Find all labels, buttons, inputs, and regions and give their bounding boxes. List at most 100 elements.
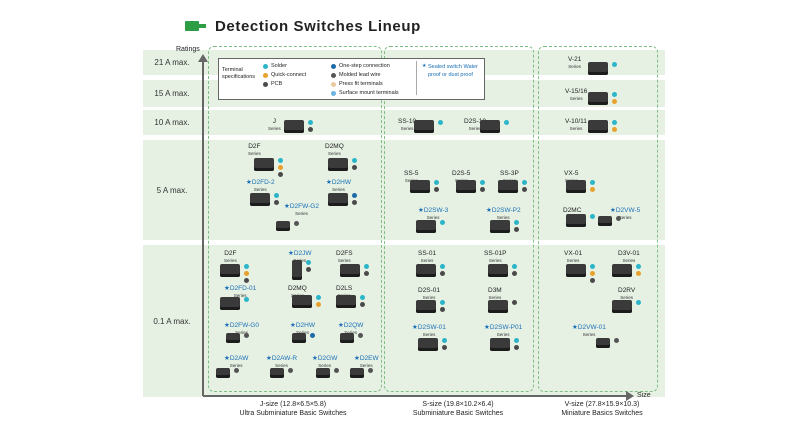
product-series: Series <box>328 151 341 156</box>
switch-image <box>488 264 508 277</box>
switch-image <box>588 62 608 75</box>
switch-image <box>498 180 518 193</box>
product-series: Series <box>290 329 315 336</box>
switch-image <box>292 333 306 343</box>
product-series: Series <box>468 126 482 131</box>
solder-terminal-dot-icon <box>440 220 445 225</box>
quick-terminal-dot-icon <box>590 187 595 192</box>
switch-image <box>612 264 632 277</box>
product-name: D2MC <box>563 207 582 214</box>
product-name: ★D2SW-3 <box>418 207 449 214</box>
legend-item: Solder <box>271 63 287 69</box>
product-name: D2MQ <box>288 285 307 292</box>
product-name: D3M <box>488 287 502 294</box>
pcb-terminal-dot-icon <box>274 200 279 205</box>
solder-terminal-dot-icon <box>438 120 443 125</box>
quick-connect-dot-icon <box>263 73 268 78</box>
quick-terminal-dot-icon <box>590 271 595 276</box>
molded-terminal-dot-icon <box>294 221 299 226</box>
product-name: ★D2HW <box>290 322 315 329</box>
quick-terminal-dot-icon <box>612 127 617 132</box>
switch-image <box>588 92 608 105</box>
pcb-terminal-dot-icon <box>308 127 313 132</box>
product-name: ★D2SW-01 <box>412 324 446 331</box>
quick-terminal-dot-icon <box>278 165 283 170</box>
title-block: Detection Switches Lineup <box>185 14 421 38</box>
product-series: Series <box>224 258 237 263</box>
switch-image <box>328 193 348 206</box>
pcb-terminal-dot-icon <box>440 271 445 276</box>
pcb-terminal-dot-icon <box>364 271 369 276</box>
product-name: ★D2FD-01 <box>224 285 257 292</box>
solder-terminal-dot-icon <box>364 264 369 269</box>
j-size-column <box>208 46 382 392</box>
y-axis-label: Ratings <box>176 46 200 53</box>
product-series: Series <box>318 363 332 368</box>
product-name: SS-5 <box>404 170 419 177</box>
product-series: Series <box>422 332 436 337</box>
molded-terminal-dot-icon <box>368 368 373 373</box>
product-name: ★D2HW <box>326 179 351 186</box>
legend-item: Quick-connect <box>271 72 307 78</box>
solder-terminal-dot-icon <box>308 120 313 125</box>
product-series: Series <box>338 329 363 336</box>
solder-terminal-dot-icon <box>522 180 527 185</box>
solder-terminal-dot-icon <box>306 260 311 265</box>
legend-item: One-step connection <box>339 63 390 69</box>
switch-image <box>270 368 284 378</box>
switch-image <box>488 300 508 313</box>
solder-terminal-dot-icon <box>612 120 617 125</box>
solder-terminal-dot-icon <box>440 300 445 305</box>
product-name: V-15/16 <box>565 88 588 95</box>
switch-image <box>416 220 436 233</box>
switch-image <box>292 295 312 308</box>
molded-terminal-dot-icon <box>358 333 363 338</box>
product-name: ★D2GW <box>312 355 338 362</box>
switch-image <box>216 368 230 378</box>
product-series: Series <box>566 258 580 263</box>
pcb-terminal-dot-icon <box>480 187 485 192</box>
onestep-terminal-dot-icon <box>352 193 357 198</box>
product-name: SS-01 <box>418 250 437 257</box>
product-series: Series <box>488 295 502 300</box>
legend-item: Surface mount terminals <box>339 90 399 96</box>
switch-logo-icon <box>185 21 206 31</box>
v-size-column <box>538 46 658 392</box>
product-series: Series <box>582 332 596 337</box>
legend-item: Press fit terminals <box>339 81 383 87</box>
product-series: Series <box>422 295 436 300</box>
solder-terminal-dot-icon <box>612 92 617 97</box>
solder-terminal-dot-icon <box>636 264 641 269</box>
terminal-legend: Terminal specifications Solder Quick-con… <box>218 58 485 100</box>
x-axis-label: Size <box>637 392 651 399</box>
solder-terminal-dot-icon <box>514 220 519 225</box>
pcb-terminal-dot-icon <box>442 345 447 350</box>
solder-terminal-dot-icon <box>360 295 365 300</box>
switch-image <box>410 180 430 193</box>
product-series: Series <box>420 258 434 263</box>
one-step-dot-icon <box>331 64 336 69</box>
product-name: J <box>272 118 276 125</box>
product-name: D3V-01 <box>618 250 640 257</box>
solder-terminal-dot-icon <box>316 295 321 300</box>
quick-terminal-dot-icon <box>636 271 641 276</box>
quick-terminal-dot-icon <box>244 271 249 276</box>
